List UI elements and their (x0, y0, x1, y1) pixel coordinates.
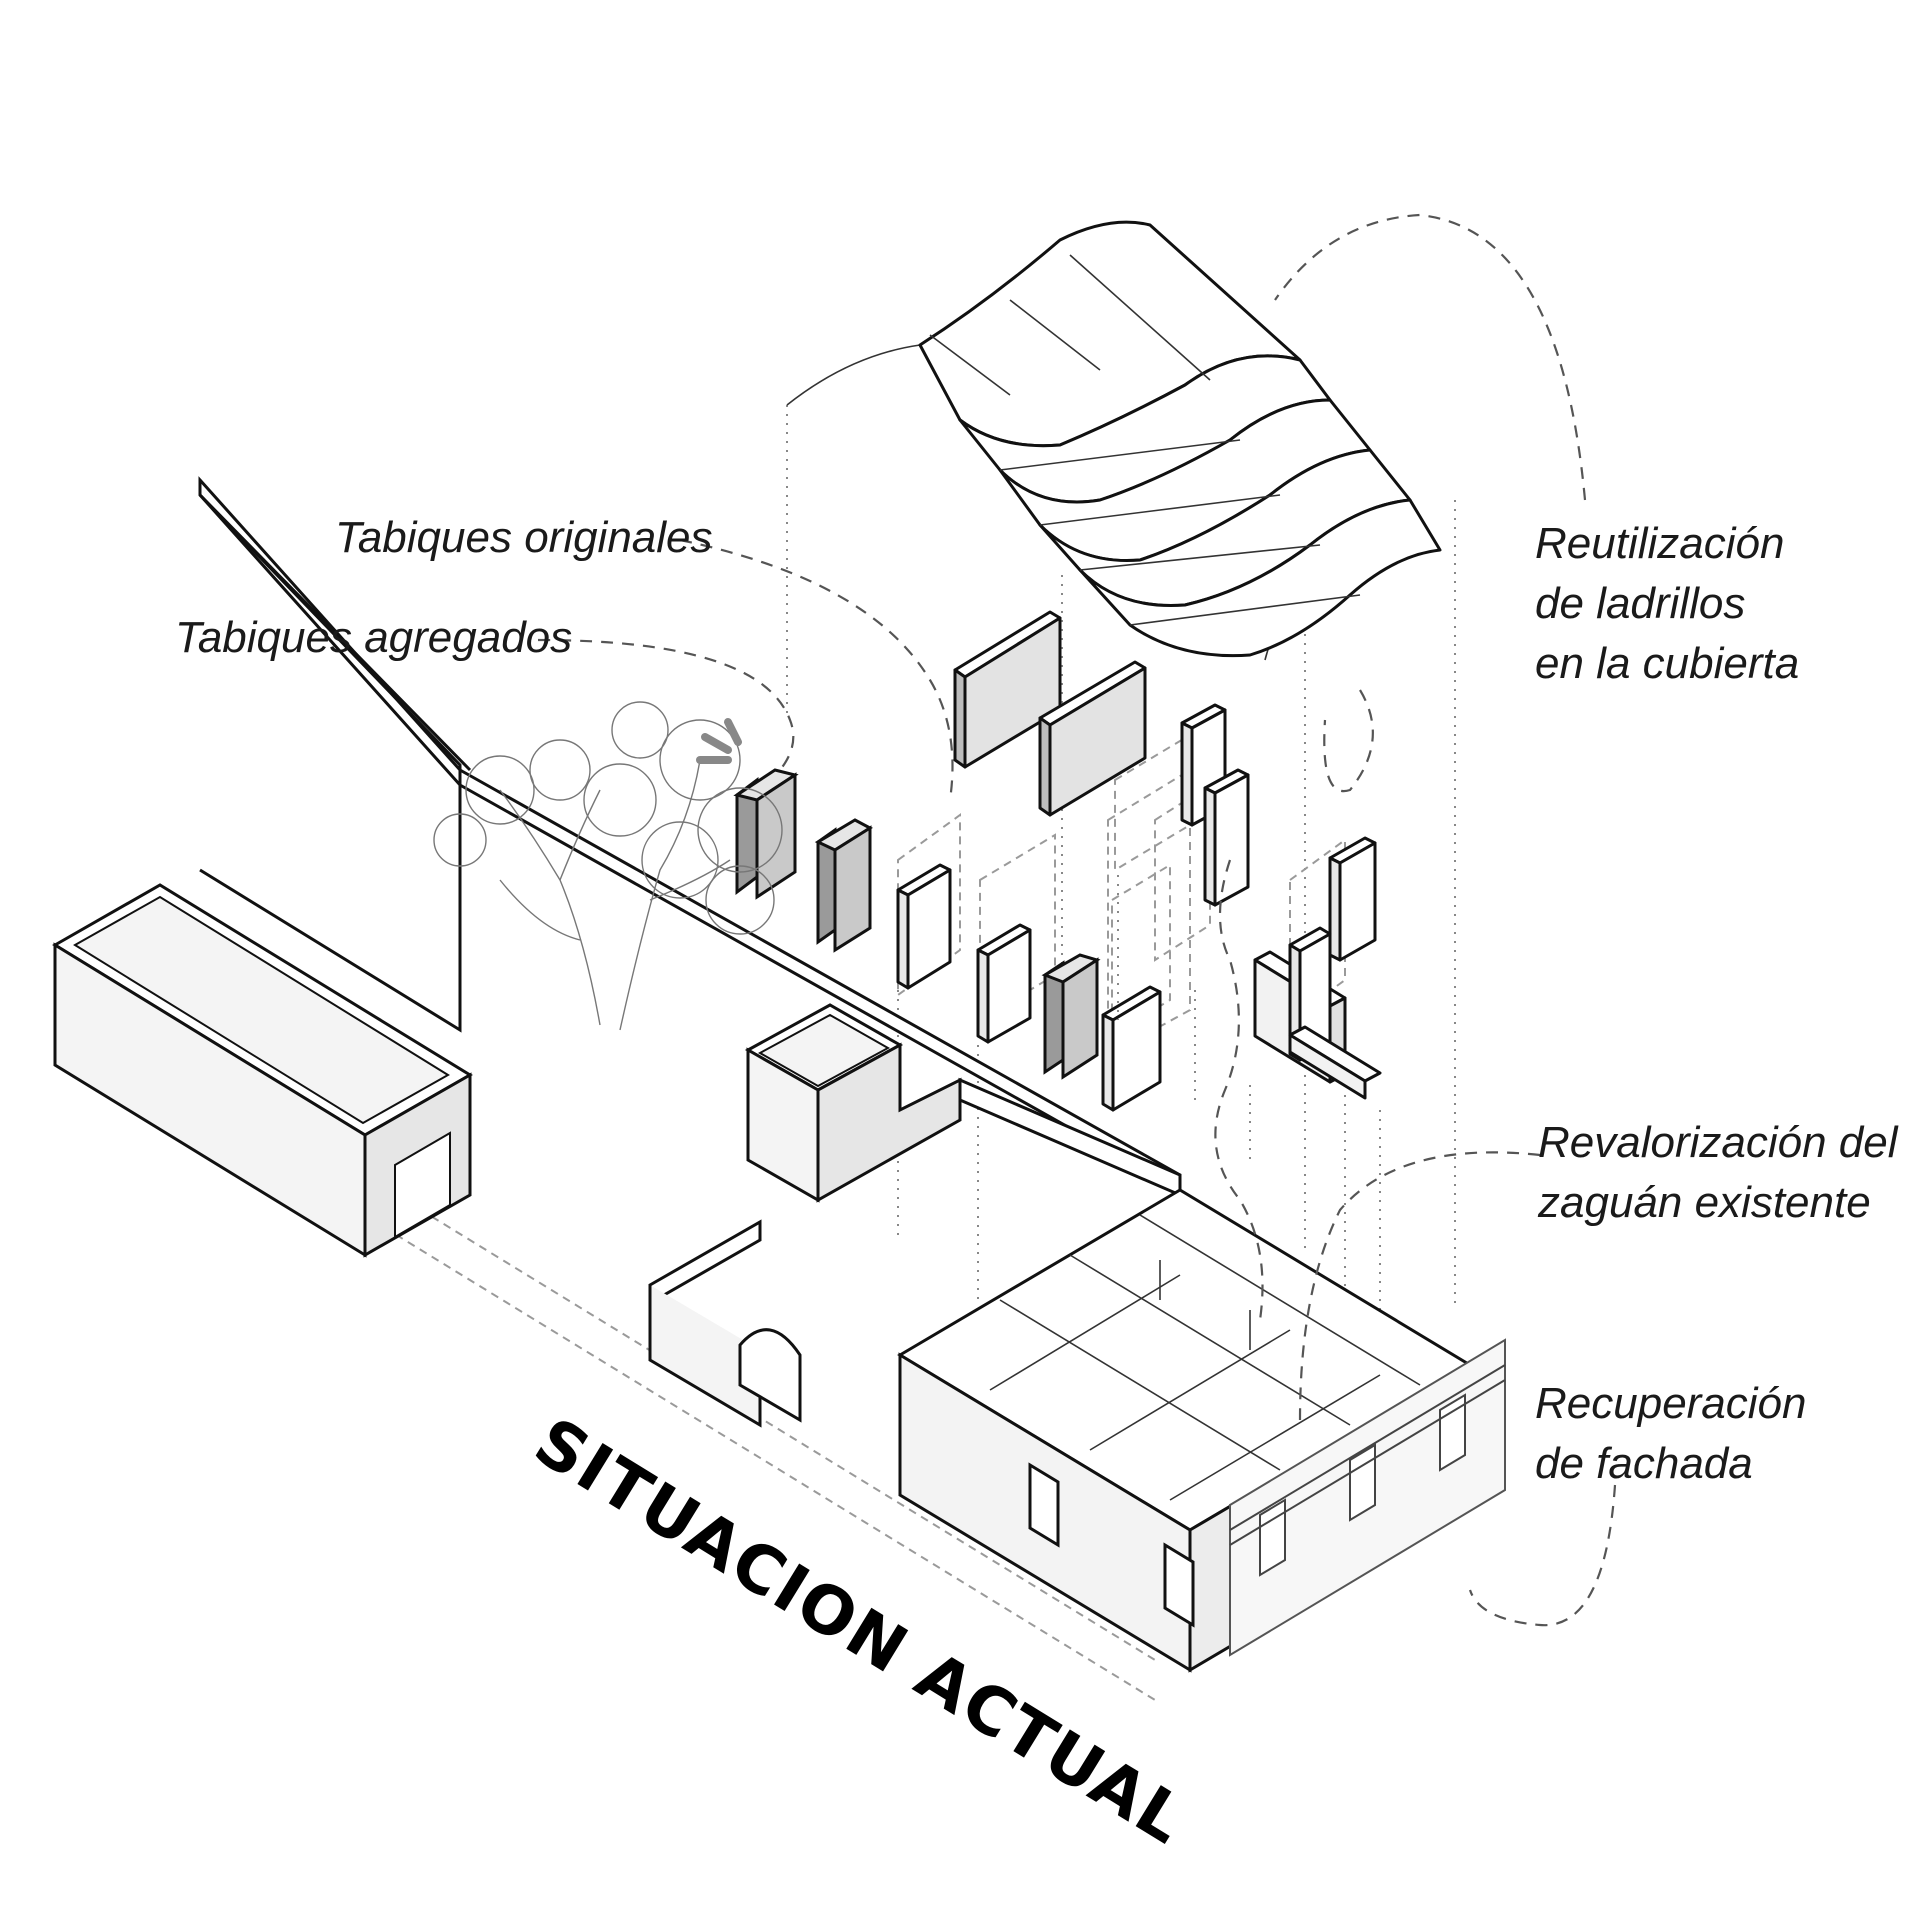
highlight-marks (696, 718, 742, 764)
label-revalorizacion-2: zaguán existente (1537, 1178, 1871, 1227)
label-tabiques-agregados: Tabiques agregados (175, 613, 572, 662)
label-reutilizacion-1: Reutilización (1535, 519, 1784, 568)
added-partitions (733, 768, 1101, 1080)
front-facade (1229, 1364, 1506, 1577)
tree-drawing (433, 701, 783, 1031)
vaulted-roof (786, 220, 1456, 1305)
label-recuperacion-2: de fachada (1535, 1439, 1753, 1488)
label-recuperacion-1: Recuperación (1535, 1379, 1807, 1428)
label-revalorizacion-1: Revalorización del (1538, 1118, 1899, 1167)
original-partitions-large (953, 610, 1147, 817)
drop-arrows (897, 875, 1381, 1330)
roof-drop-lines (786, 405, 1456, 1305)
label-tabiques-originales: Tabiques originales (335, 513, 713, 562)
original-partitions-white (896, 703, 1382, 1112)
partitions-exploded (733, 610, 1382, 1330)
label-reutilizacion-3: en la cubierta (1535, 639, 1799, 688)
side-windows (1028, 1462, 1195, 1628)
callout-lines (537, 213, 1617, 1627)
existing-building (52, 476, 1506, 1701)
label-reutilizacion-2: de ladrillos (1535, 579, 1745, 628)
